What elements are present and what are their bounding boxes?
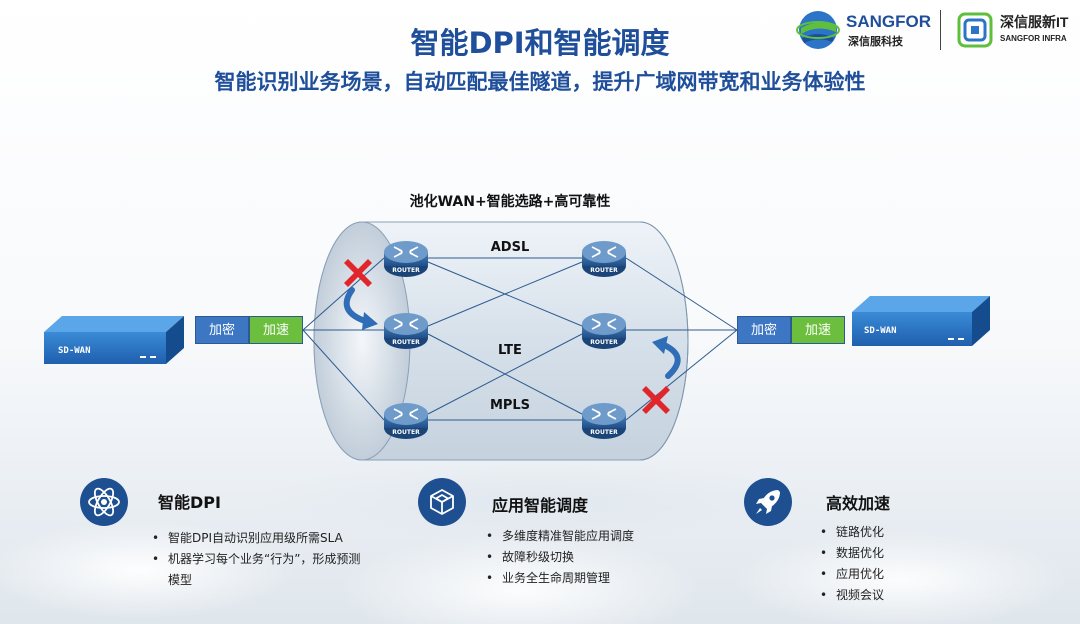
list-item: 业务全生命周期管理 — [484, 568, 704, 589]
sangfor-name: SANGFOR — [846, 12, 931, 31]
feature-list-acceleration: 链路优化 数据优化 应用优化 视频会议 — [818, 522, 938, 606]
router-right-bottom: ROUTER — [582, 403, 626, 439]
router-right-middle: ROUTER — [582, 313, 626, 349]
failover-arrow-right-icon — [652, 336, 681, 379]
link-label-adsl: ADSL — [490, 240, 530, 255]
atom-icon — [80, 478, 128, 526]
router-label: ROUTER — [590, 267, 618, 274]
wan-pool-tube — [313, 221, 689, 461]
feature-title-scheduling: 应用智能调度 — [492, 496, 589, 515]
list-item: 机器学习每个业务“行为”，形成预测模型 — [150, 549, 370, 591]
feature-title-acceleration: 高效加速 — [826, 494, 891, 513]
right-accelerate-tag: 加速 — [791, 316, 845, 344]
logo-divider — [940, 10, 941, 50]
sdwan-device-right — [852, 296, 990, 346]
router-label: ROUTER — [392, 429, 420, 436]
failure-x-icon-left — [344, 259, 372, 287]
sdwan-device-left — [44, 316, 184, 364]
diagram-title: 池化WAN+智能选路+高可靠性 — [409, 194, 611, 210]
list-item: 故障秒级切换 — [484, 547, 704, 568]
link-label-lte: LTE — [498, 343, 522, 358]
list-item: 多维度精准智能应用调度 — [484, 526, 704, 547]
sangfor-sub: 深信服科技 — [848, 36, 903, 48]
failover-arrow-left-icon — [343, 287, 378, 330]
router-label: ROUTER — [392, 339, 420, 346]
infra-icon — [957, 12, 993, 48]
rocket-icon — [744, 478, 792, 526]
left-accelerate-tag: 加速 — [249, 316, 303, 344]
sangfor-infra-logo: 深信服新IT SANGFOR INFRA — [954, 8, 1076, 52]
feature-list-scheduling: 多维度精准智能应用调度 故障秒级切换 业务全生命周期管理 — [484, 526, 704, 589]
page-title: 智能DPI和智能调度 — [410, 26, 670, 60]
sangfor-globe-icon — [796, 11, 840, 49]
list-item: 数据优化 — [818, 543, 938, 564]
router-label: ROUTER — [590, 339, 618, 346]
list-item: 链路优化 — [818, 522, 938, 543]
router-label: ROUTER — [590, 429, 618, 436]
page-subtitle: 智能识别业务场景，自动匹配最佳隧道，提升广域网带宽和业务体验性 — [214, 70, 866, 94]
infra-sub: SANGFOR INFRA — [1000, 34, 1067, 43]
feature-title-dpi: 智能DPI — [158, 493, 221, 512]
feature-list-dpi: 智能DPI自动识别应用级所需SLA 机器学习每个业务“行为”，形成预测模型 — [150, 528, 370, 591]
link-label-mpls: MPLS — [489, 398, 531, 413]
sdwan-right-label: SD-WAN — [864, 326, 897, 336]
router-left-middle: ROUTER — [384, 313, 428, 349]
router-label: ROUTER — [392, 267, 420, 274]
right-encrypt-tag: 加密 — [737, 316, 791, 344]
failure-x-icon-right — [642, 386, 670, 414]
left-fanout-lines — [302, 257, 385, 421]
list-item: 智能DPI自动识别应用级所需SLA — [150, 528, 370, 549]
router-right-top: ROUTER — [582, 241, 626, 277]
mesh-links — [427, 257, 583, 421]
infra-name: 深信服新IT — [1000, 14, 1069, 30]
sangfor-logo: SANGFOR 深信服科技 — [796, 8, 932, 52]
list-item: 应用优化 — [818, 564, 938, 585]
list-item: 视频会议 — [818, 585, 938, 606]
router-left-bottom: ROUTER — [384, 403, 428, 439]
left-encrypt-tag: 加密 — [195, 316, 249, 344]
router-left-top: ROUTER — [384, 241, 428, 277]
right-fanout-lines — [625, 257, 738, 421]
cube-icon — [418, 478, 466, 526]
sdwan-left-label: SD-WAN — [58, 346, 91, 356]
